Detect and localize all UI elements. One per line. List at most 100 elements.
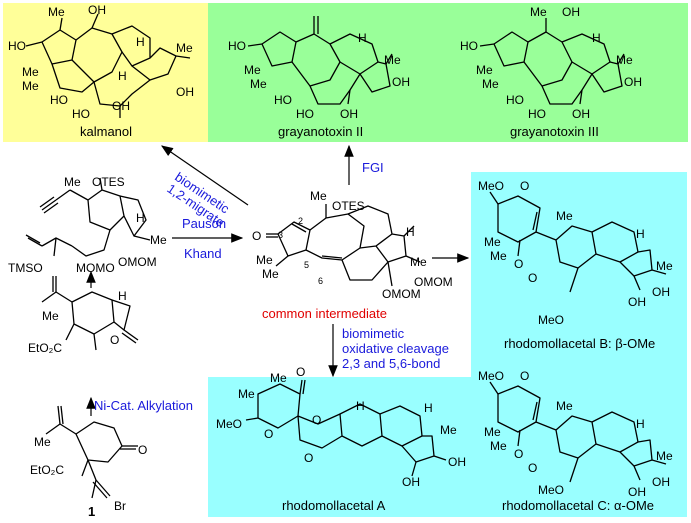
svg-text:Me: Me — [484, 235, 501, 249]
svg-text:Me: Me — [22, 79, 39, 93]
svg-text:Me: Me — [310, 189, 327, 203]
svg-text:Me: Me — [556, 399, 573, 413]
grayanotoxin-iii-structure — [479, 18, 625, 105]
grayanotoxin-ii-structure — [247, 16, 393, 105]
rhodomollacetal-c-structure — [489, 381, 667, 483]
svg-text:3: 3 — [278, 230, 283, 240]
svg-text:Me: Me — [34, 435, 51, 449]
svg-text:Me: Me — [440, 423, 457, 437]
svg-text:H: H — [592, 31, 601, 45]
svg-text:O: O — [252, 229, 261, 243]
rhodomollacetal-ac-panel — [208, 377, 687, 517]
svg-text:MOMO: MOMO — [76, 261, 115, 275]
svg-text:OH: OH — [628, 295, 646, 309]
svg-text:O: O — [296, 365, 305, 379]
svg-text:Me: Me — [410, 255, 427, 269]
svg-text:MeO: MeO — [216, 417, 242, 431]
svg-text:Me: Me — [490, 439, 507, 453]
svg-text:HO: HO — [296, 107, 314, 121]
svg-text:Me: Me — [262, 267, 279, 281]
svg-text:HO: HO — [8, 39, 26, 53]
rhodomollacetal-b-panel — [471, 172, 687, 377]
kalmanol-panel — [3, 3, 208, 142]
label-rhodomollacetal-b: rhodomollacetal B: β-OMe — [504, 336, 656, 351]
svg-text:H: H — [136, 211, 145, 225]
svg-text:HO: HO — [50, 93, 68, 107]
reagent-fgi: FGI — [362, 160, 384, 175]
svg-text:Me: Me — [484, 425, 501, 439]
svg-text:Me: Me — [482, 77, 499, 91]
svg-text:Me: Me — [244, 63, 261, 77]
svg-text:H: H — [424, 401, 433, 415]
reagent-khand: Khand — [184, 246, 222, 261]
grayanotoxin-panel — [208, 3, 688, 142]
svg-text:HO: HO — [274, 93, 292, 107]
svg-text:HO: HO — [528, 107, 546, 121]
svg-text:O: O — [138, 443, 147, 457]
label-rhodomollacetal-a: rhodomollacetal A — [282, 498, 386, 513]
svg-text:Me: Me — [656, 259, 673, 273]
bicyclic-ketone-structure — [41, 276, 139, 351]
svg-text:EtO₂C: EtO₂C — [30, 463, 64, 477]
svg-text:H: H — [356, 399, 365, 413]
label-rhodomollacetal-c: rhodomollacetal C: α-OMe — [502, 498, 655, 513]
svg-text:HO: HO — [506, 93, 524, 107]
svg-text:O: O — [304, 451, 313, 465]
svg-text:Me: Me — [384, 53, 401, 67]
svg-text:Me: Me — [150, 233, 167, 247]
svg-text:Br: Br — [114, 499, 126, 513]
svg-text:OH: OH — [624, 75, 642, 89]
kalmanol-structure — [25, 13, 191, 118]
svg-text:O: O — [312, 413, 321, 427]
svg-text:OMOM: OMOM — [414, 275, 453, 289]
svg-text:OMOM: OMOM — [118, 255, 157, 269]
arrow-to-kalmanol — [161, 145, 249, 206]
svg-text:Me: Me — [22, 65, 39, 79]
reagent-cleavage-line1: biomimetic — [342, 326, 405, 341]
compound-1-structure — [45, 405, 138, 499]
svg-text:H: H — [636, 227, 645, 241]
svg-text:Me: Me — [250, 77, 267, 91]
svg-text:Me: Me — [64, 175, 81, 189]
reagent-oxidative-cleavage: biomimetic oxidative cleavage 2,3 and 5,… — [342, 326, 449, 371]
svg-text:OH: OH — [112, 99, 130, 113]
svg-text:EtO₂C: EtO₂C — [28, 341, 62, 355]
rhodomollacetal-b-structure — [489, 191, 667, 293]
svg-text:O: O — [514, 257, 523, 271]
reagent-cleavage-line2: oxidative cleavage — [342, 341, 449, 356]
svg-text:2: 2 — [298, 216, 303, 226]
svg-text:HO: HO — [72, 107, 90, 121]
svg-text:OH: OH — [628, 485, 646, 499]
svg-text:H: H — [406, 225, 415, 239]
enyne-substrate-structure — [25, 177, 151, 257]
label-kalmanol: kalmanol — [80, 124, 133, 139]
rhodomollacetal-a-structure — [245, 379, 447, 477]
svg-text:HO: HO — [228, 39, 246, 53]
svg-text:H: H — [118, 289, 127, 303]
svg-text:6: 6 — [318, 276, 323, 286]
svg-text:O: O — [110, 333, 119, 347]
svg-text:OH: OH — [88, 3, 106, 17]
svg-text:Me: Me — [490, 249, 507, 263]
svg-text:O: O — [514, 447, 523, 461]
svg-text:5: 5 — [304, 260, 309, 270]
svg-text:OH: OH — [652, 475, 670, 489]
svg-text:MeO: MeO — [478, 179, 504, 193]
svg-text:OH: OH — [402, 475, 420, 489]
label-compound-1: 1 — [88, 504, 96, 519]
svg-text:O: O — [528, 461, 537, 475]
svg-text:O: O — [520, 179, 529, 193]
svg-text:OTES: OTES — [332, 199, 365, 213]
svg-text:OH: OH — [562, 5, 580, 19]
svg-text:HO: HO — [460, 39, 478, 53]
svg-text:H: H — [358, 31, 367, 45]
label-common-intermediate: common intermediate — [262, 306, 387, 321]
svg-text:OMOM: OMOM — [382, 287, 421, 301]
label-grayanotoxin-iii: grayanotoxin III — [510, 124, 599, 139]
svg-text:Me: Me — [270, 371, 287, 385]
svg-text:Me: Me — [238, 387, 255, 401]
svg-text:Me: Me — [476, 63, 493, 77]
svg-text:Me: Me — [656, 449, 673, 463]
svg-text:O: O — [264, 427, 273, 441]
